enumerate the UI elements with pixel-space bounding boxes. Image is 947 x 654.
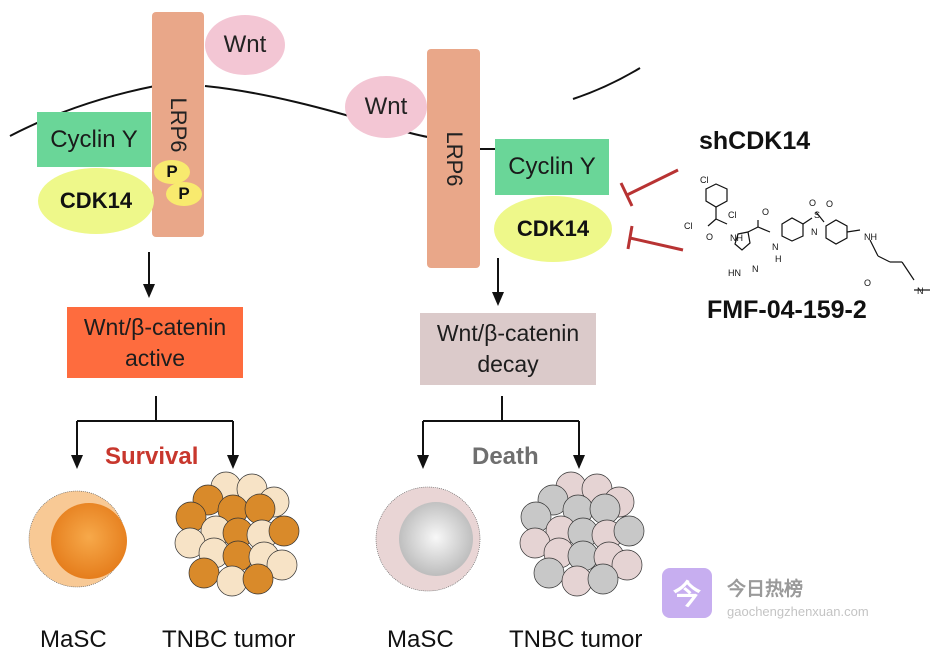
svg-text:Cl: Cl: [684, 221, 693, 231]
tumor-cell: [268, 515, 300, 547]
right-pathway-line2: decay: [477, 351, 539, 377]
shcdk14-label: shCDK14: [699, 127, 811, 155]
svg-text:S: S: [814, 210, 820, 220]
left-arrow-to-pathway: [143, 252, 155, 298]
tumor-cell: [589, 493, 621, 525]
right-cyclin-y: Cyclin Y: [495, 139, 609, 195]
svg-text:Cl: Cl: [728, 210, 737, 220]
svg-text:Cl: Cl: [700, 175, 709, 185]
svg-text:O: O: [826, 199, 833, 209]
tumor-cell: [533, 557, 565, 589]
tumor-cell: [613, 515, 645, 547]
tumor-cell: [216, 565, 248, 597]
left-cyclin-y: Cyclin Y: [37, 112, 151, 167]
left-tumor-label: TNBC tumor: [162, 626, 296, 653]
svg-text:O: O: [809, 198, 816, 208]
compound-name-label: FMF-04-159-2: [707, 296, 867, 324]
left-lrp6-label: LRP6: [166, 96, 191, 153]
right-wnt-ligand: Wnt: [345, 76, 427, 138]
tumor-cell: [188, 557, 220, 589]
tumor-cell: [587, 563, 619, 595]
right-pathway-line1: Wnt/β-catenin: [436, 320, 580, 346]
svg-text:HN: HN: [728, 268, 741, 278]
right-arrow-to-pathway: [492, 258, 504, 306]
phospho-site-2: P: [166, 182, 202, 206]
right-tumor-cluster: [519, 471, 645, 597]
svg-text:NH: NH: [864, 232, 877, 242]
left-pathway-line2: active: [124, 344, 186, 371]
svg-text:N: N: [752, 264, 759, 274]
left-masc-label: MaSC: [40, 626, 107, 653]
left-pathway-line1: Wnt/β-catenin: [83, 313, 227, 340]
tumor-cell: [266, 549, 298, 581]
svg-text:N: N: [772, 242, 779, 252]
inhibition-arrow-compound: [626, 225, 684, 252]
inhibition-arrow-shcdk14: [619, 168, 679, 207]
left-branch-arrows: [71, 396, 239, 469]
watermark-logo-icon: 今: [662, 568, 712, 618]
svg-text:H: H: [775, 254, 782, 264]
left-wnt-ligand: Wnt: [205, 15, 285, 75]
svg-text:NH: NH: [730, 233, 743, 243]
left-masc-cell: [28, 490, 127, 588]
svg-text:N: N: [917, 286, 924, 296]
left-tumor-cluster: [174, 471, 300, 597]
phospho-site-1: P: [154, 160, 190, 184]
watermark-title: 今日热榜: [727, 579, 804, 600]
right-pathway-status: Wnt/β-catenin decay: [420, 313, 596, 385]
tumor-cell: [242, 563, 274, 595]
svg-text:N: N: [811, 227, 818, 237]
svg-text:O: O: [706, 232, 713, 242]
watermark-url: gaochengzhenxuan.com: [727, 604, 869, 619]
chemical-structure: [705, 183, 930, 291]
right-lrp6-receptor: LRP6: [427, 49, 480, 268]
right-tumor-label: TNBC tumor: [509, 626, 643, 653]
tumor-cell: [611, 549, 643, 581]
right-branch-arrows: [417, 396, 585, 469]
right-lrp6-label: LRP6: [441, 130, 467, 187]
right-masc-label: MaSC: [387, 626, 454, 653]
tumor-cell: [244, 493, 276, 525]
svg-text:O: O: [762, 207, 769, 217]
right-outcome: Death: [472, 443, 539, 470]
right-cdk14: CDK14: [494, 196, 612, 262]
chemical-atom-labels: Cl Cl Cl NH O HN N O N H N S O O NH O N: [684, 175, 924, 296]
left-outcome: Survival: [105, 443, 199, 470]
right-masc-cell: [375, 486, 481, 592]
left-cdk14: CDK14: [38, 168, 154, 234]
svg-text:O: O: [864, 278, 871, 288]
tumor-cell: [561, 565, 593, 597]
left-pathway-status: Wnt/β-catenin active: [67, 307, 243, 378]
